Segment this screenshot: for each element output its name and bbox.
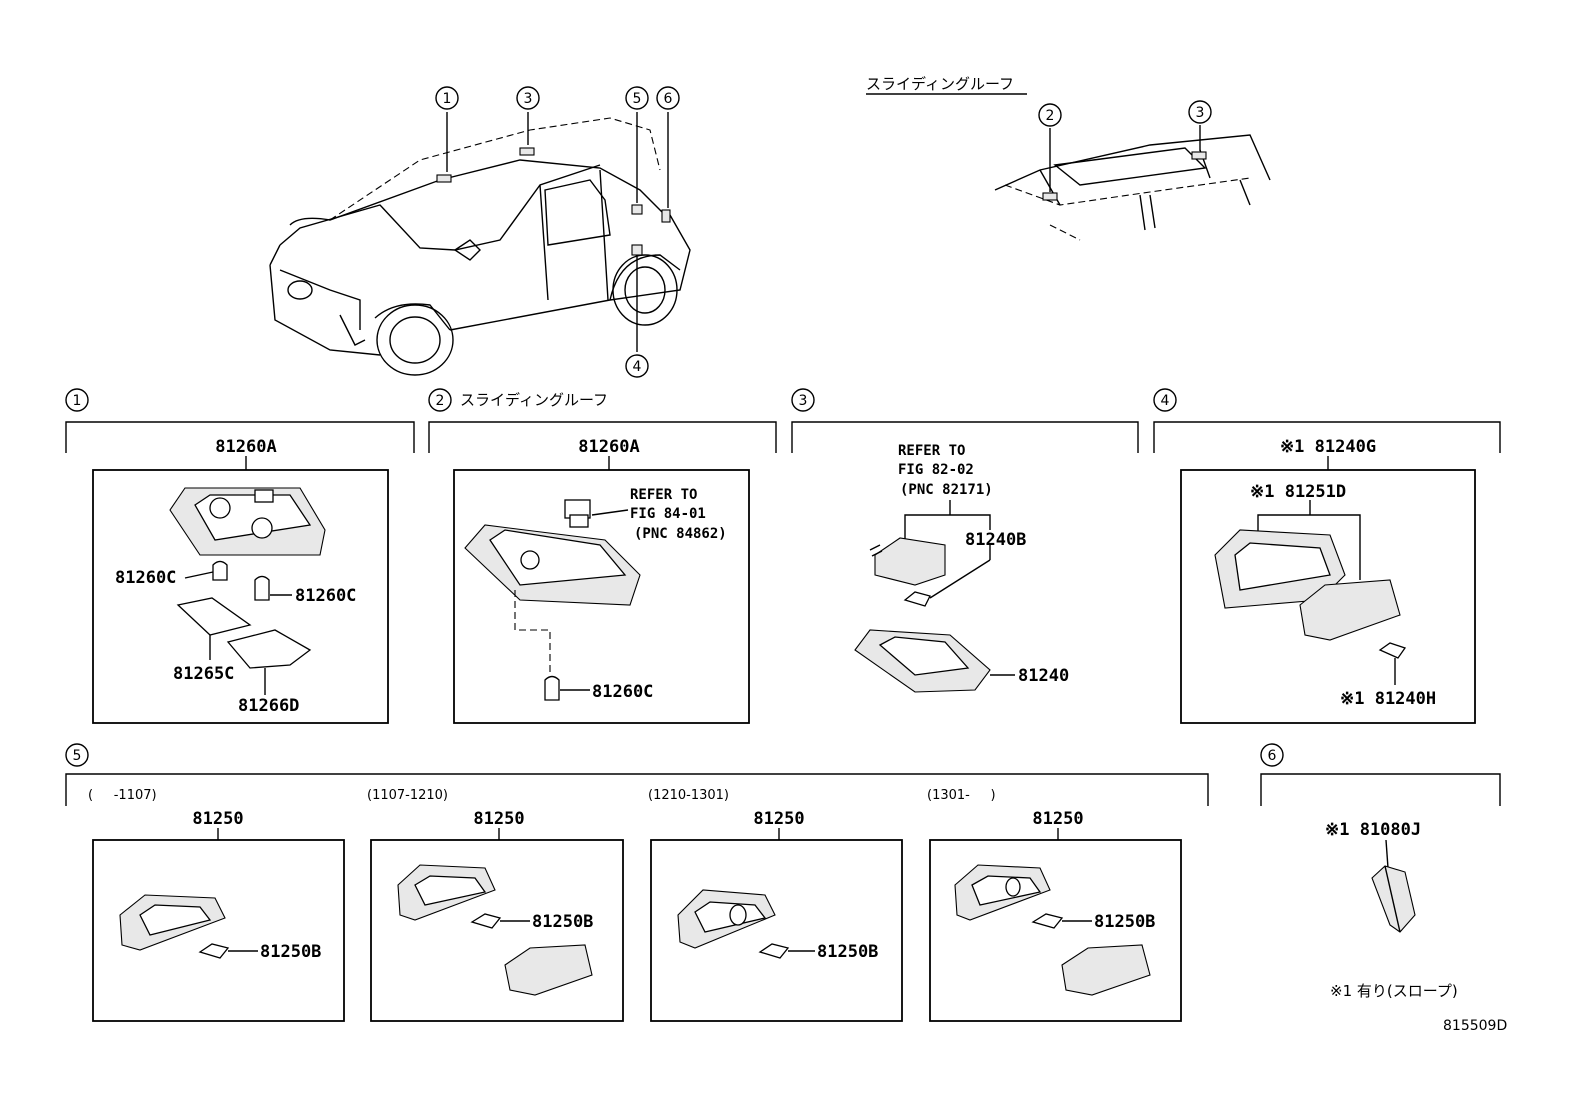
- part-81260C-left: 81260C: [115, 568, 176, 588]
- part-81265C: 81265C: [173, 664, 234, 684]
- svg-text:3: 3: [524, 91, 533, 107]
- part-81240B: 81240B: [965, 530, 1026, 550]
- bulb-81250B-v2: [470, 913, 502, 929]
- svg-text:5: 5: [633, 91, 642, 107]
- section-3: 3 REFER TO FIG 82-02 (PNC 82171) 81240B …: [791, 388, 1139, 693]
- roof-marker-2: 2: [1038, 103, 1062, 127]
- variant-3-box: [650, 839, 903, 1022]
- section-4-box: [1180, 469, 1476, 724]
- variant-2-box: [370, 839, 624, 1022]
- switch-81080J: [1371, 865, 1416, 933]
- sliding-roof-drawing: [994, 125, 1271, 241]
- bulb-81260C-roof: [544, 675, 560, 701]
- period-1: ( -1107): [88, 788, 157, 803]
- section-5-number: 5: [73, 748, 82, 764]
- part-81251D: ※1 81251D: [1250, 482, 1346, 502]
- section-5: 5 ( -1107) 81250 81250B (1107-1210) 8125…: [65, 743, 1209, 1022]
- refer-line-2: FIG 84-01: [630, 506, 706, 522]
- roof-marker-3: 3: [1188, 100, 1212, 124]
- part-81266D: 81266D: [238, 696, 299, 716]
- part-81250B-v3: 81250B: [817, 942, 878, 962]
- figure-id: 815509D: [1443, 1018, 1507, 1034]
- svg-text:3: 3: [1196, 105, 1205, 121]
- part-81250-v3: 81250: [753, 809, 804, 829]
- section-2-box: [453, 469, 750, 724]
- overview-marker-4: 4: [625, 354, 649, 378]
- refer3-line-2: FIG 82-02: [898, 462, 974, 478]
- refer3-line-3: (PNC 82171): [900, 482, 993, 498]
- part-81250B-v4: 81250B: [1094, 912, 1155, 932]
- note-slope: ※1 有り(スロープ): [1330, 982, 1458, 1000]
- section-4-number: 4: [1161, 393, 1170, 409]
- part-81260C-right: 81260C: [295, 586, 356, 606]
- part-81250-v1: 81250: [192, 809, 243, 829]
- cover-81250-v4: [1061, 944, 1151, 996]
- section-2-title: スライディングルーフ: [460, 391, 608, 409]
- vehicle-drawing: [269, 112, 691, 376]
- bulb-81250B-v3: [758, 943, 790, 959]
- variant-1-box: [92, 839, 345, 1022]
- bulb-81250B-v4: [1031, 913, 1064, 929]
- part-81250B-v2: 81250B: [532, 912, 593, 932]
- part-81250B-v1: 81250B: [260, 942, 321, 962]
- section-4: 4 ※1 81240G ※1 81251D ※1 81240H: [1153, 388, 1501, 724]
- section-2-number: 2: [436, 393, 445, 409]
- lens-81266D: [226, 629, 312, 669]
- part-81260C-roof: 81260C: [592, 682, 653, 702]
- part-81080J: ※1 81080J: [1325, 820, 1421, 840]
- variant-4-box: [929, 839, 1182, 1022]
- section-1: 1 81260A 81260C 81260C 81265C 81266D: [65, 388, 415, 724]
- section-1-number: 1: [73, 393, 82, 409]
- section-6: 6 ※1 81080J ※1 有り(スロープ): [1260, 743, 1501, 1000]
- bulb-81250B-v1: [198, 943, 230, 959]
- part-81250-v2: 81250: [473, 809, 524, 829]
- bulb-81240B: [903, 591, 931, 607]
- period-3: (1210-1301): [648, 788, 729, 803]
- part-81260A: 81260A: [215, 437, 276, 457]
- period-4: (1301- ): [927, 788, 996, 803]
- bulb-81240H: [1378, 642, 1407, 659]
- svg-text:1: 1: [443, 91, 452, 107]
- overview-marker-1: 1: [435, 86, 459, 110]
- bulb-81260C-a: [212, 560, 228, 581]
- bulb-81260C-b: [254, 575, 270, 601]
- part-81250-v4: 81250: [1032, 809, 1083, 829]
- svg-text:2: 2: [1046, 108, 1055, 124]
- section-2: 2 スライディングルーフ 81260A 81260C REFER TO FIG …: [428, 388, 777, 724]
- cover-81240G: [1299, 579, 1401, 641]
- lens-81265C: [176, 597, 252, 636]
- module-82171: [874, 537, 946, 586]
- part-81240: 81240: [1018, 666, 1069, 686]
- section-6-number: 6: [1268, 748, 1277, 764]
- cover-81250-v2: [504, 944, 593, 996]
- refer3-line-1: REFER TO: [898, 443, 965, 459]
- refer-line-3: (PNC 84862): [634, 526, 727, 542]
- period-2: (1107-1210): [367, 788, 448, 803]
- overview-marker-3: 3: [516, 86, 540, 110]
- section-1-box: [92, 469, 389, 724]
- overview-marker-6: 6: [656, 86, 680, 110]
- svg-text:6: 6: [664, 91, 673, 107]
- section-3-number: 3: [799, 393, 808, 409]
- part-81260A-roof: 81260A: [578, 437, 639, 457]
- part-81240G: ※1 81240G: [1280, 437, 1376, 457]
- sliding-roof-heading: スライディングルーフ: [866, 75, 1014, 93]
- overview-marker-5: 5: [625, 86, 649, 110]
- refer-line-1: REFER TO: [630, 487, 697, 503]
- svg-text:4: 4: [633, 359, 642, 375]
- part-81240H: ※1 81240H: [1340, 689, 1436, 709]
